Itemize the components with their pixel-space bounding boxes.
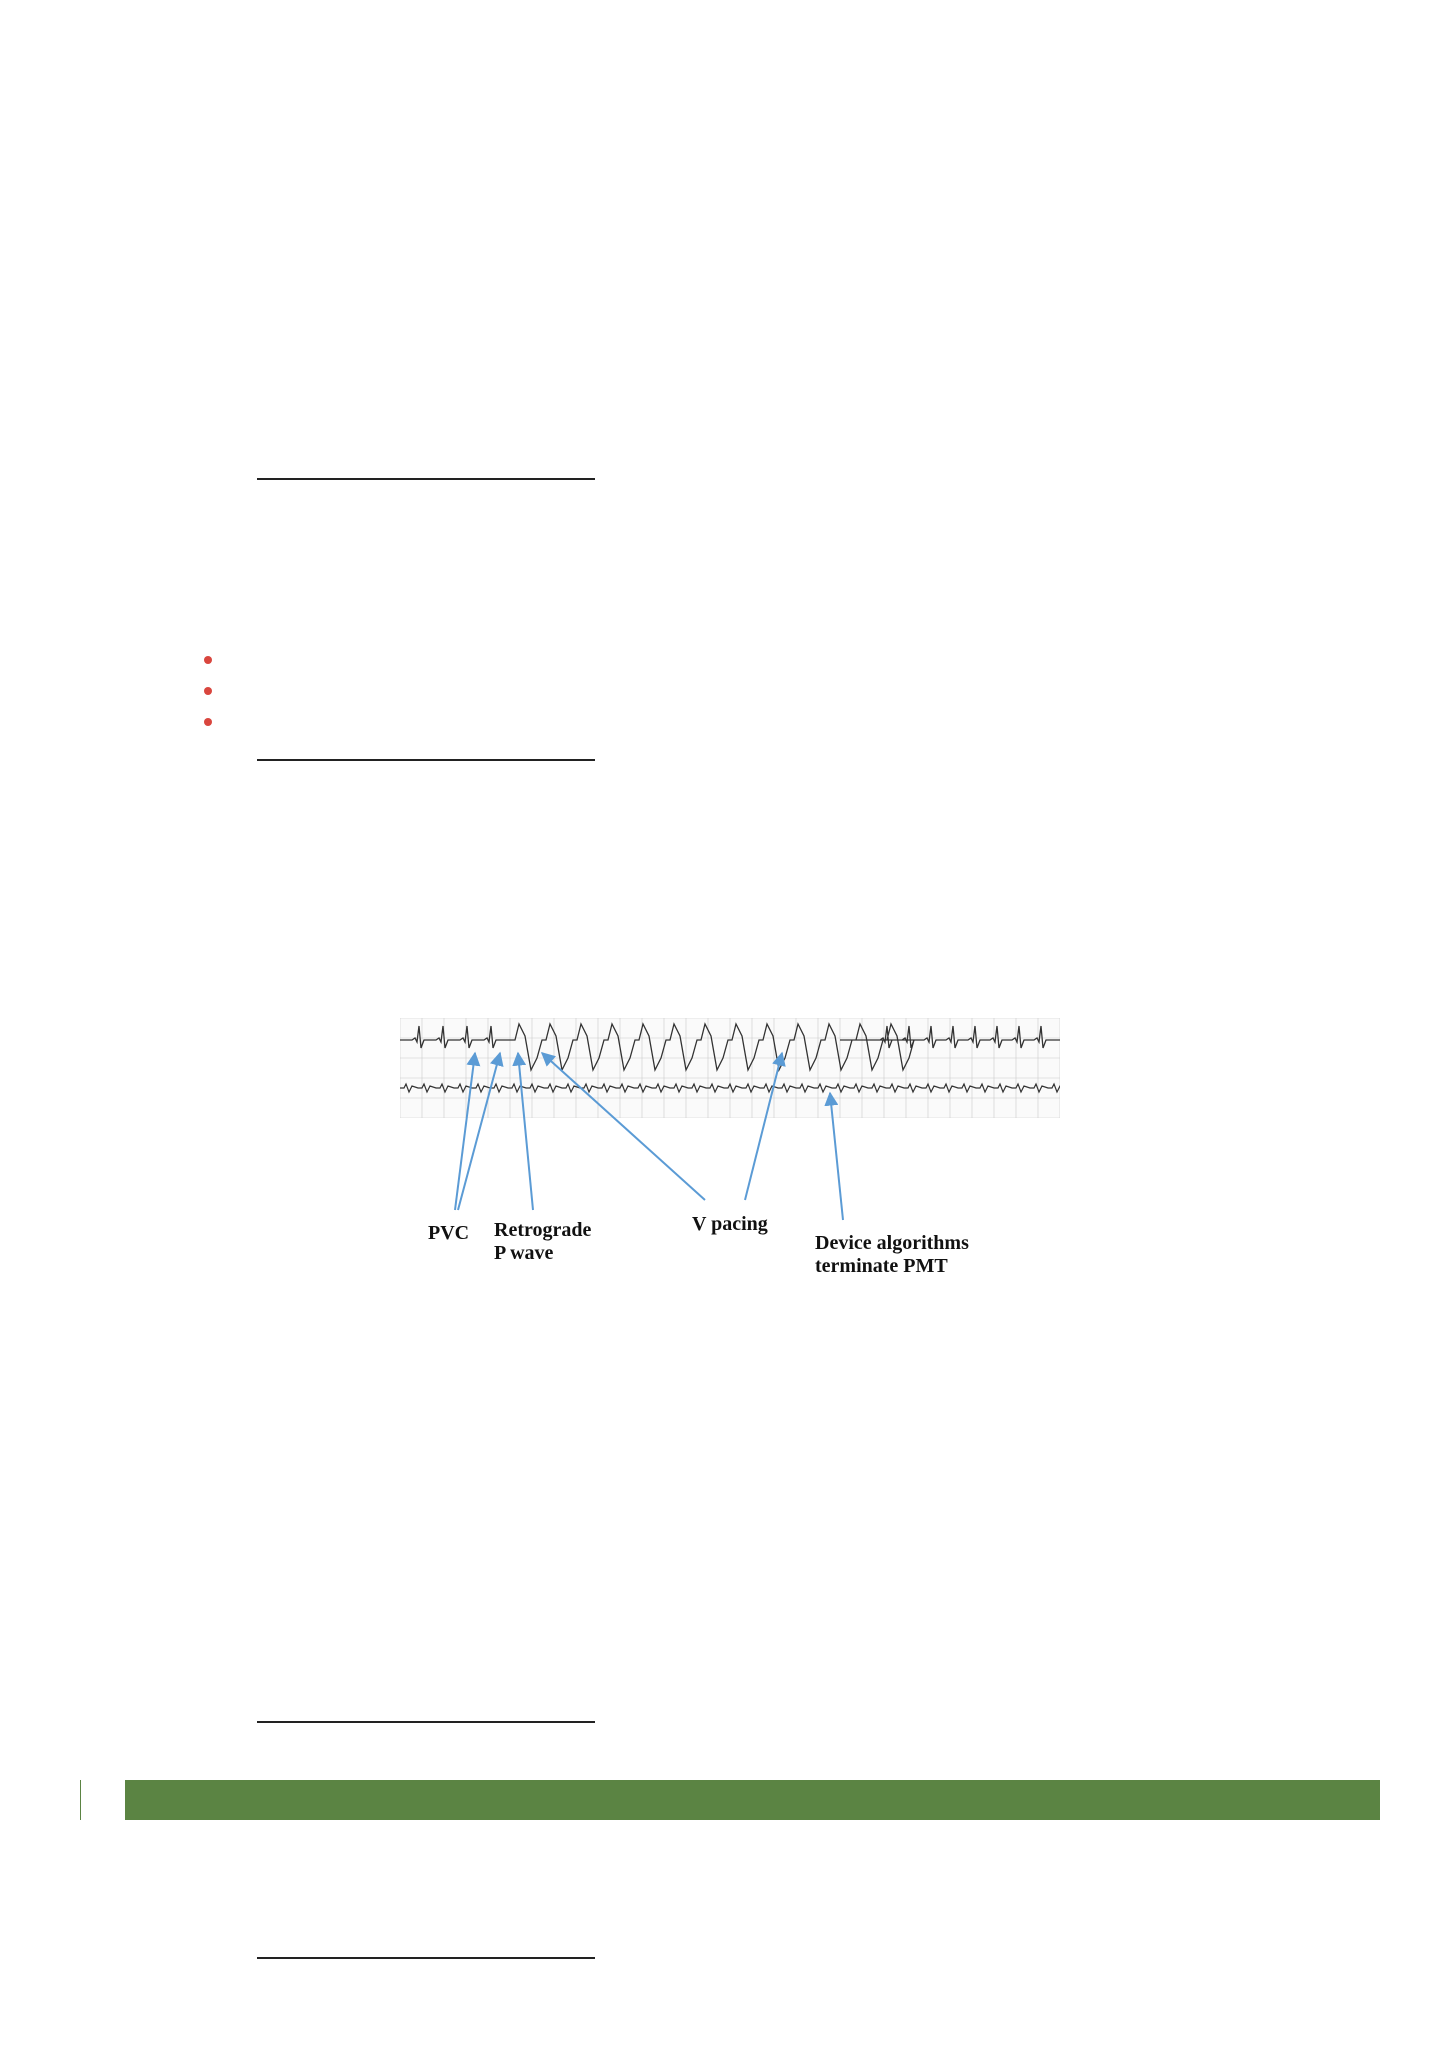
section-divider-2 [257,759,595,761]
ecg-strip [400,1018,1060,1118]
section-divider-3 [257,1721,595,1723]
label-v-pacing: V pacing [692,1213,768,1235]
section-divider-1 [257,478,595,480]
ecg-grid [400,1018,1060,1118]
label-device-algorithms: Device algorithms terminate PMT [815,1232,969,1277]
bullet-point-1 [204,656,212,664]
label-retrograde-p-wave: Retrograde P wave [494,1219,592,1264]
section-header-bar [125,1780,1380,1820]
margin-marker [80,1780,81,1820]
section-divider-4 [257,1957,595,1959]
ecg-trace-bottom [400,1082,1060,1094]
label-pvc: PVC [428,1222,470,1244]
bullet-point-3 [204,718,212,726]
bullet-point-2 [204,687,212,695]
